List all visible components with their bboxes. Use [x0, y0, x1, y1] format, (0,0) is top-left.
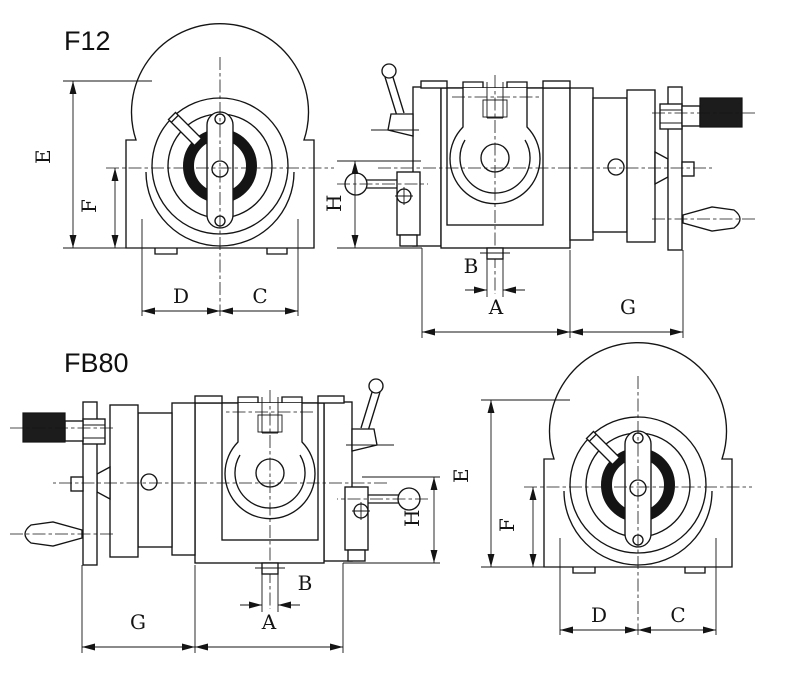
- dim-label-e-fb80-front: E: [449, 468, 473, 483]
- fb80-side-view: [8, 379, 428, 653]
- dim-label-b-f12-side: B: [464, 254, 479, 278]
- dim-label-a-fb80-side: A: [261, 610, 277, 634]
- dim-label-e-f12-front: E: [31, 149, 55, 164]
- fb80-front-view: [481, 343, 752, 635]
- dim-label-a-f12-side: A: [488, 295, 504, 319]
- dim-label-h-fb80-side: H: [400, 510, 424, 527]
- model-title-fb80: FB80: [64, 348, 129, 378]
- dim-label-b-fb80-side: B: [298, 571, 313, 595]
- model-title-f12: F12: [64, 26, 111, 56]
- f12-side-h-dimension: [337, 160, 422, 249]
- f12-side-view: [337, 64, 757, 338]
- dim-label-d-f12-front: D: [173, 284, 189, 308]
- dim-label-g-fb80-side: G: [130, 610, 146, 634]
- dim-label-f-fb80-front: F: [495, 518, 519, 532]
- dim-label-f-f12-front: F: [77, 199, 101, 213]
- f12-front-view: [63, 24, 334, 316]
- dim-label-c-f12-front: C: [252, 284, 267, 308]
- dim-label-h-f12-side: H: [322, 195, 346, 212]
- dim-label-d-fb80-front: D: [591, 603, 607, 627]
- dim-label-g-f12-side: G: [620, 295, 636, 319]
- fb80-side-h-dimension: [343, 476, 440, 564]
- dim-label-c-fb80-front: C: [670, 603, 685, 627]
